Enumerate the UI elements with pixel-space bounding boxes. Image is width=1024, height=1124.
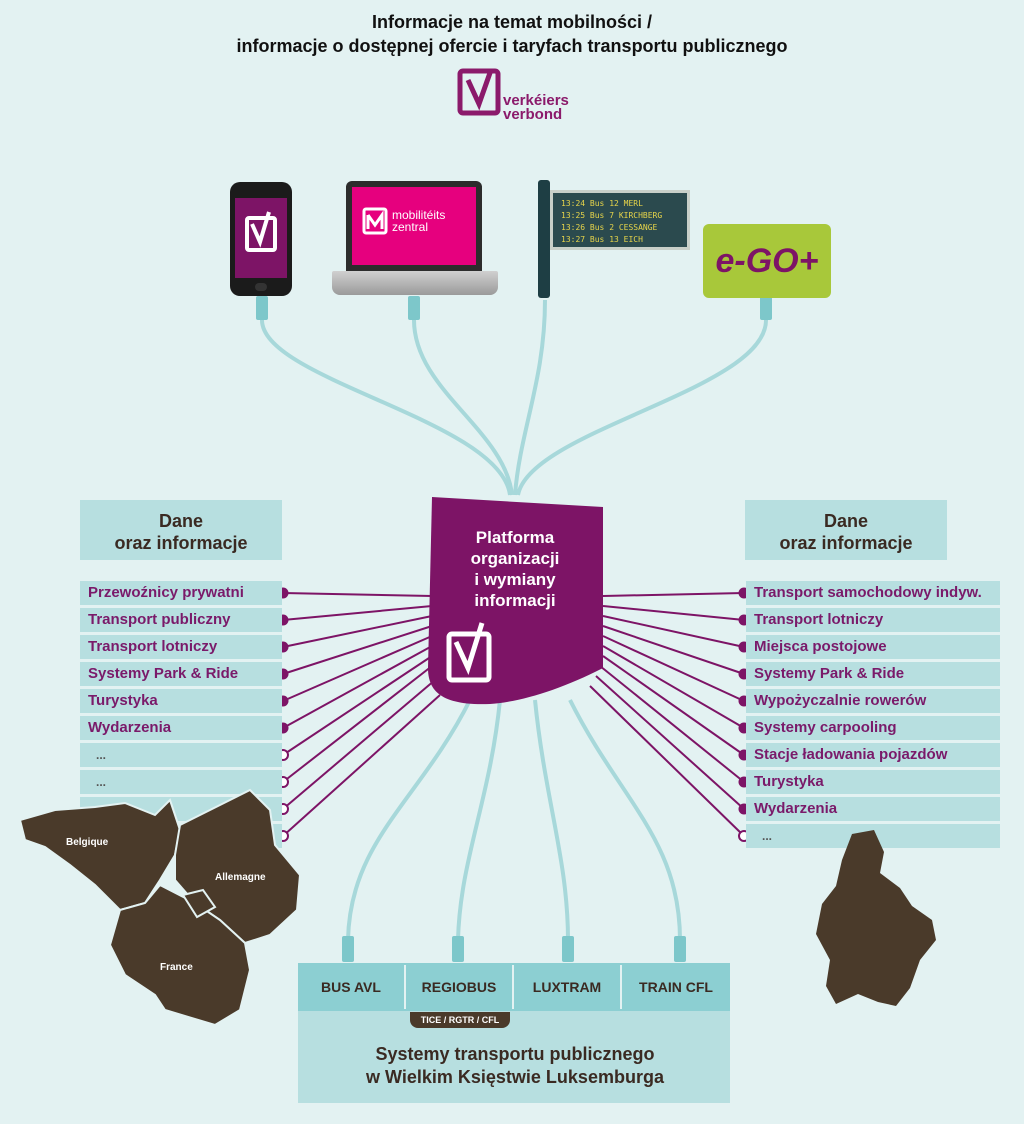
platform-line-4: informacji — [474, 591, 556, 610]
departure-board-pole — [538, 180, 550, 298]
system-cables — [346, 699, 682, 941]
platform-label: Platforma organizacji i wymiany informac… — [440, 527, 590, 611]
left-heading-line-1: Dane — [158, 511, 203, 531]
list-item: Wydarzenia — [746, 797, 1000, 821]
verkeiersverbond-logo-text: verkéiers verbond — [503, 92, 569, 123]
luxembourg-map-icon — [816, 830, 936, 1006]
right-heading-line-1: Dane — [823, 511, 868, 531]
belgium-shape — [18, 798, 182, 912]
list-item: Przewoźnicy prywatni — [80, 581, 282, 605]
system-luxtram: LUXTRAM — [514, 965, 622, 1009]
smartphone — [230, 182, 292, 296]
tice-badge: TICE / RGTR / CFL — [410, 1012, 510, 1028]
right-heading-line-2: oraz informacje — [779, 533, 913, 553]
list-item: Transport lotniczy — [80, 635, 282, 659]
list-item: Turystyka — [80, 689, 282, 713]
departure-row: 13:26 Bus 2 CESSANGE — [561, 223, 658, 232]
system-regiobus: REGIOBUS — [406, 965, 514, 1009]
cable-plugs — [256, 296, 772, 962]
right-panel-heading: Dane oraz informacje — [745, 500, 947, 560]
france-shape — [108, 883, 252, 1027]
system-bus-avl: BUS AVL — [298, 965, 406, 1009]
right-data-list: Transport samochodowy indyw. Transport l… — [746, 581, 1000, 848]
list-item: Turystyka — [746, 770, 1000, 794]
laptop-screen: mobilitéits zentral — [352, 187, 476, 265]
list-item: Systemy Park & Ride — [80, 662, 282, 686]
ego-card: e-GO+ — [703, 224, 831, 298]
list-item: ... — [80, 770, 282, 794]
list-item: Transport publiczny — [80, 608, 282, 632]
neighbor-countries-map-icon — [18, 788, 302, 1027]
laptop-keyboard — [332, 271, 498, 295]
home-button-icon — [255, 283, 267, 291]
system-train-cfl: TRAIN CFL — [639, 979, 713, 995]
title-line-2: informacje o dostępnej ofercie i taryfac… — [236, 36, 788, 56]
list-item: Wydarzenia — [80, 716, 282, 740]
list-item: Transport samochodowy indyw. — [746, 581, 1000, 605]
list-item: ... — [80, 743, 282, 767]
systems-caption: Systemy transportu publicznego w Wielkim… — [300, 1043, 730, 1089]
luxembourg-small-shape — [181, 888, 217, 919]
list-item: Stacje ładowania pojazdów — [746, 743, 1000, 767]
platform-line-1: Platforma — [475, 528, 555, 547]
list-item: Transport lotniczy — [746, 608, 1000, 632]
transport-systems-bar — [298, 963, 730, 1011]
systems-caption-line-1: Systemy transportu publicznego — [375, 1044, 655, 1064]
smartphone-logo-icon — [245, 211, 277, 252]
germany-label: Allemagne — [215, 872, 266, 883]
list-item: Systemy Park & Ride — [746, 662, 1000, 686]
france-label: France — [160, 962, 193, 973]
list-item: Systemy carpooling — [746, 716, 1000, 740]
verkeiersverbond-logo-icon — [457, 68, 501, 116]
logo-line-1: verkéiers — [503, 92, 569, 109]
departure-row: 13:25 Bus 7 KIRCHBERG — [561, 211, 663, 220]
left-panel-heading: Dane oraz informacje — [80, 500, 282, 560]
list-item: Wypożyczalnie rowerów — [746, 689, 1000, 713]
mobiliteitszentral-logo-icon — [362, 207, 388, 235]
departure-row: 13:27 Bus 13 EICH — [561, 235, 643, 244]
platform-logo-icon — [446, 622, 492, 683]
device-cables — [260, 299, 768, 496]
left-heading-line-2: oraz informacje — [114, 533, 248, 553]
laptop-brand-line-1: mobilitéits — [392, 208, 446, 222]
smartphone-screen — [235, 198, 287, 278]
departure-board: 13:24 Bus 12 MERL 13:25 Bus 7 KIRCHBERG … — [550, 190, 690, 250]
laptop-brand: mobilitéits zentral — [392, 209, 445, 233]
platform-line-3: i wymiany — [474, 570, 556, 589]
departure-row: 13:24 Bus 12 MERL — [561, 199, 643, 208]
page-title: Informacje na temat mobilności / informa… — [0, 10, 1024, 58]
logo-line-2: verbond — [503, 106, 563, 123]
right-connection-lines — [589, 592, 745, 837]
title-line-1: Informacje na temat mobilności / — [371, 12, 653, 32]
belgium-label: Belgique — [66, 837, 109, 848]
list-item: Miejsca postojowe — [746, 635, 1000, 659]
systems-caption-line-2: w Wielkim Księstwie Luksemburga — [366, 1067, 664, 1087]
laptop-brand-line-2: zentral — [392, 220, 429, 234]
left-connection-lines — [282, 592, 441, 837]
laptop: mobilitéits zentral — [346, 181, 482, 271]
luxembourg-shape — [816, 830, 936, 1006]
platform-line-2: organizacji — [470, 549, 560, 568]
